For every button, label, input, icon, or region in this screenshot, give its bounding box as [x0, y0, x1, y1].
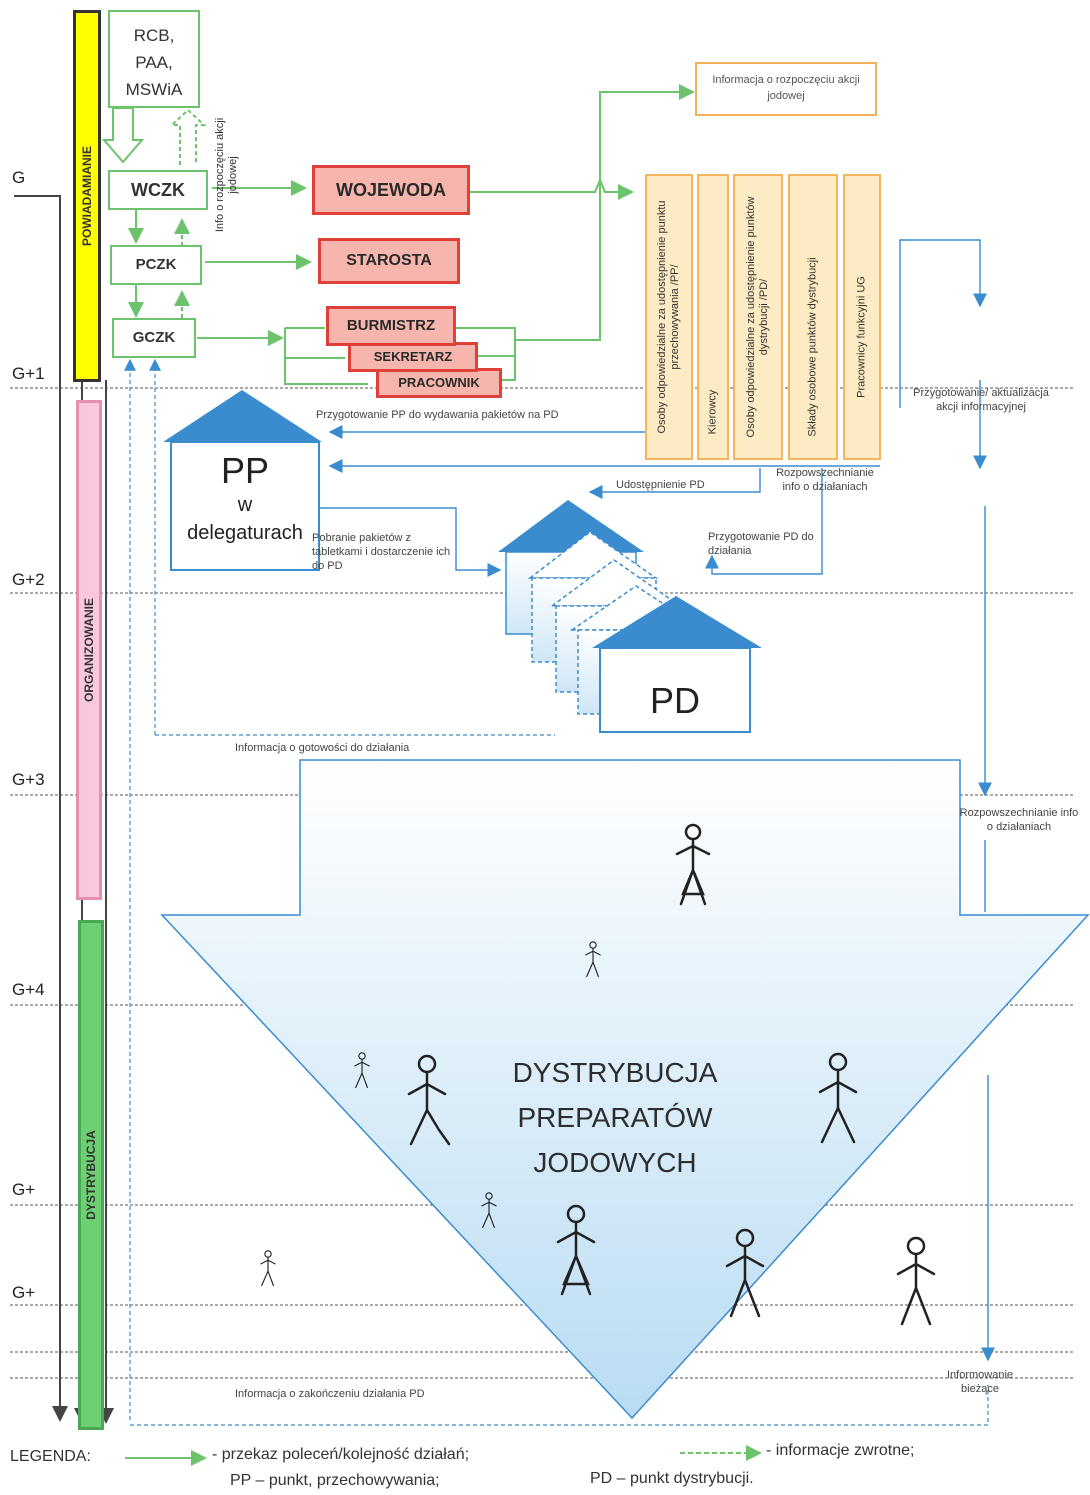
- rozpowsz-label-2: Rozpowszechnianie info o działaniach: [959, 807, 1079, 833]
- role-label: Składy osobowe punktów dystrybucji: [806, 257, 819, 437]
- distribution-line: PREPARATÓW: [517, 1102, 713, 1133]
- starosta-box: STAROSTA: [318, 238, 460, 284]
- udost-pd-label: Udostępnienie PD: [616, 479, 705, 491]
- pp-label: PP w delegaturach: [171, 450, 319, 548]
- command-arrows: [128, 84, 695, 385]
- rcb-paa-mswia-box: RCB, PAA, MSWiA: [108, 10, 200, 108]
- timeline-label: G+4: [12, 980, 45, 999]
- distribution-line: DYSTRYBUCJA: [512, 1057, 718, 1088]
- wczk-box: WCZK: [108, 170, 208, 210]
- phase-dystrybucja: DYSTRYBUCJA: [78, 920, 104, 1430]
- phase-organizowanie: ORGANIZOWANIE: [76, 400, 102, 900]
- burmistrz-label: BURMISTRZ: [346, 317, 436, 334]
- wojewoda-box: WOJEWODA: [312, 165, 470, 215]
- role-box-pp: Osoby odpowiedzialne za udostępnienie pu…: [645, 174, 693, 460]
- role-box-pd: Osoby odpowiedzialne za udostępnienie pu…: [733, 174, 783, 460]
- info-start-label: Informacja o rozpoczęciu akcji jodowej: [712, 74, 860, 102]
- feedback-arrows: [169, 108, 207, 318]
- przyg-pd-label: Przygotowanie PD do działania: [708, 531, 814, 557]
- person-figure: [675, 823, 711, 906]
- timeline-label: G: [12, 168, 26, 187]
- blue-feedback-lines: [124, 358, 989, 1426]
- timeline-label: G+: [12, 1180, 36, 1199]
- phase-powiadamianie-label: POWIADAMIANIE: [80, 146, 94, 246]
- sekretarz-box: SEKRETARZ: [348, 342, 478, 372]
- action-arrows: [320, 239, 995, 1362]
- timeline-label: G+: [12, 1283, 36, 1302]
- pczk-label: PCZK: [135, 256, 177, 273]
- person-figure: [260, 1250, 276, 1287]
- prep-pp-label: Przygotowanie PP do wydawania pakietów n…: [316, 409, 559, 421]
- przyg-aktual-label: Przygotowanie/ aktualizacja akcji inform…: [913, 387, 1049, 413]
- mswia-label: MSWiA: [125, 80, 183, 99]
- pobranie-label: Pobranie pakietów z tabletkami i dostarc…: [312, 532, 451, 572]
- distribution-line: JODOWYCH: [533, 1147, 697, 1178]
- starosta-label: STAROSTA: [346, 252, 432, 269]
- legend-pd: PD – punkt dystrybucji.: [590, 1470, 754, 1487]
- pd-body: [599, 647, 751, 733]
- person-figure: [354, 1052, 370, 1089]
- person-figure: [481, 1192, 497, 1229]
- sekretarz-label: SEKRETARZ: [373, 349, 453, 364]
- phase-organizowanie-label: ORGANIZOWANIE: [82, 598, 96, 702]
- pp-delegaturach: delegaturach: [187, 522, 303, 544]
- info-vertical-label: Info o rozpoczęciu akcji jodowej: [214, 117, 239, 233]
- timeline-label: G+2: [12, 570, 45, 589]
- distribution-arrow: [160, 759, 1090, 1420]
- person-figure: [407, 1054, 451, 1146]
- person-figure: [585, 941, 601, 978]
- pracownik-box: PRACOWNIK: [376, 368, 502, 398]
- timeline-label: G+3: [12, 770, 45, 789]
- burmistrz-box: BURMISTRZ: [326, 306, 456, 346]
- people-figures: [260, 823, 936, 1326]
- gczk-box: GCZK: [112, 318, 196, 358]
- pracownik-label: PRACOWNIK: [398, 375, 480, 390]
- role-label: Osoby odpowiedzialne za udostępnienie pu…: [745, 196, 770, 438]
- phase-dystrybucja-label: DYSTRYBUCJA: [84, 1130, 98, 1220]
- info-gotowosc-label: Informacja o gotowości do działania: [235, 742, 410, 754]
- rcb-label: RCB,: [133, 26, 175, 45]
- info-start-box: Informacja o rozpoczęciu akcji jodowej: [695, 62, 877, 116]
- hollow-arrow-down: [101, 107, 145, 164]
- rozpowsz-label-1: Rozpowszechnianie info o działaniach: [776, 467, 874, 493]
- role-box-ug: Pracownicy funkcyjni UG: [843, 174, 881, 460]
- role-label: Osoby odpowiedzialne za udostępnienie pu…: [656, 200, 681, 434]
- pp-title: PP: [220, 450, 270, 491]
- person-figure: [725, 1228, 765, 1318]
- role-box-kierowcy: Kierowcy: [697, 174, 729, 460]
- wczk-label: WCZK: [131, 180, 185, 200]
- pp-body: [170, 441, 320, 571]
- role-box-sklady: Składy osobowe punktów dystrybucji: [788, 174, 838, 460]
- legend-symbols: [125, 1445, 762, 1466]
- person-figure: [896, 1236, 936, 1326]
- legend-pp: PP – punkt, przechowywania;: [230, 1472, 440, 1489]
- phase-powiadamianie: POWIADAMIANIE: [73, 10, 101, 382]
- pd-roof: [592, 596, 762, 648]
- distribution-title: DYSTRYBUCJA PREPARATÓW JODOWYCH: [460, 1050, 770, 1185]
- paa-label: PAA,: [135, 53, 173, 72]
- wojewoda-label: WOJEWODA: [336, 180, 446, 200]
- role-label: Kierowcy: [706, 389, 719, 435]
- pp-w: w: [237, 494, 253, 516]
- timeline-label: G+1: [12, 364, 45, 383]
- legend-dashed: - informacje zwrotne;: [766, 1442, 915, 1459]
- informowanie-label: Informowanie bieżące: [946, 1369, 1014, 1395]
- legend-solid: - przekaz poleceń/kolejność działań;: [212, 1446, 470, 1463]
- info-zakonczenie-label: Informacja o zakończeniu działania PD: [235, 1388, 425, 1400]
- gczk-label: GCZK: [132, 329, 176, 346]
- legend-title: LEGENDA:: [10, 1448, 91, 1465]
- pp-roof: [163, 390, 322, 442]
- pd-label: PD: [649, 680, 700, 721]
- person-figure: [556, 1204, 596, 1296]
- pd-stack: [498, 500, 762, 733]
- person-figure: [818, 1052, 858, 1144]
- pczk-box: PCZK: [110, 245, 202, 285]
- role-label: Pracownicy funkcyjni UG: [855, 276, 868, 398]
